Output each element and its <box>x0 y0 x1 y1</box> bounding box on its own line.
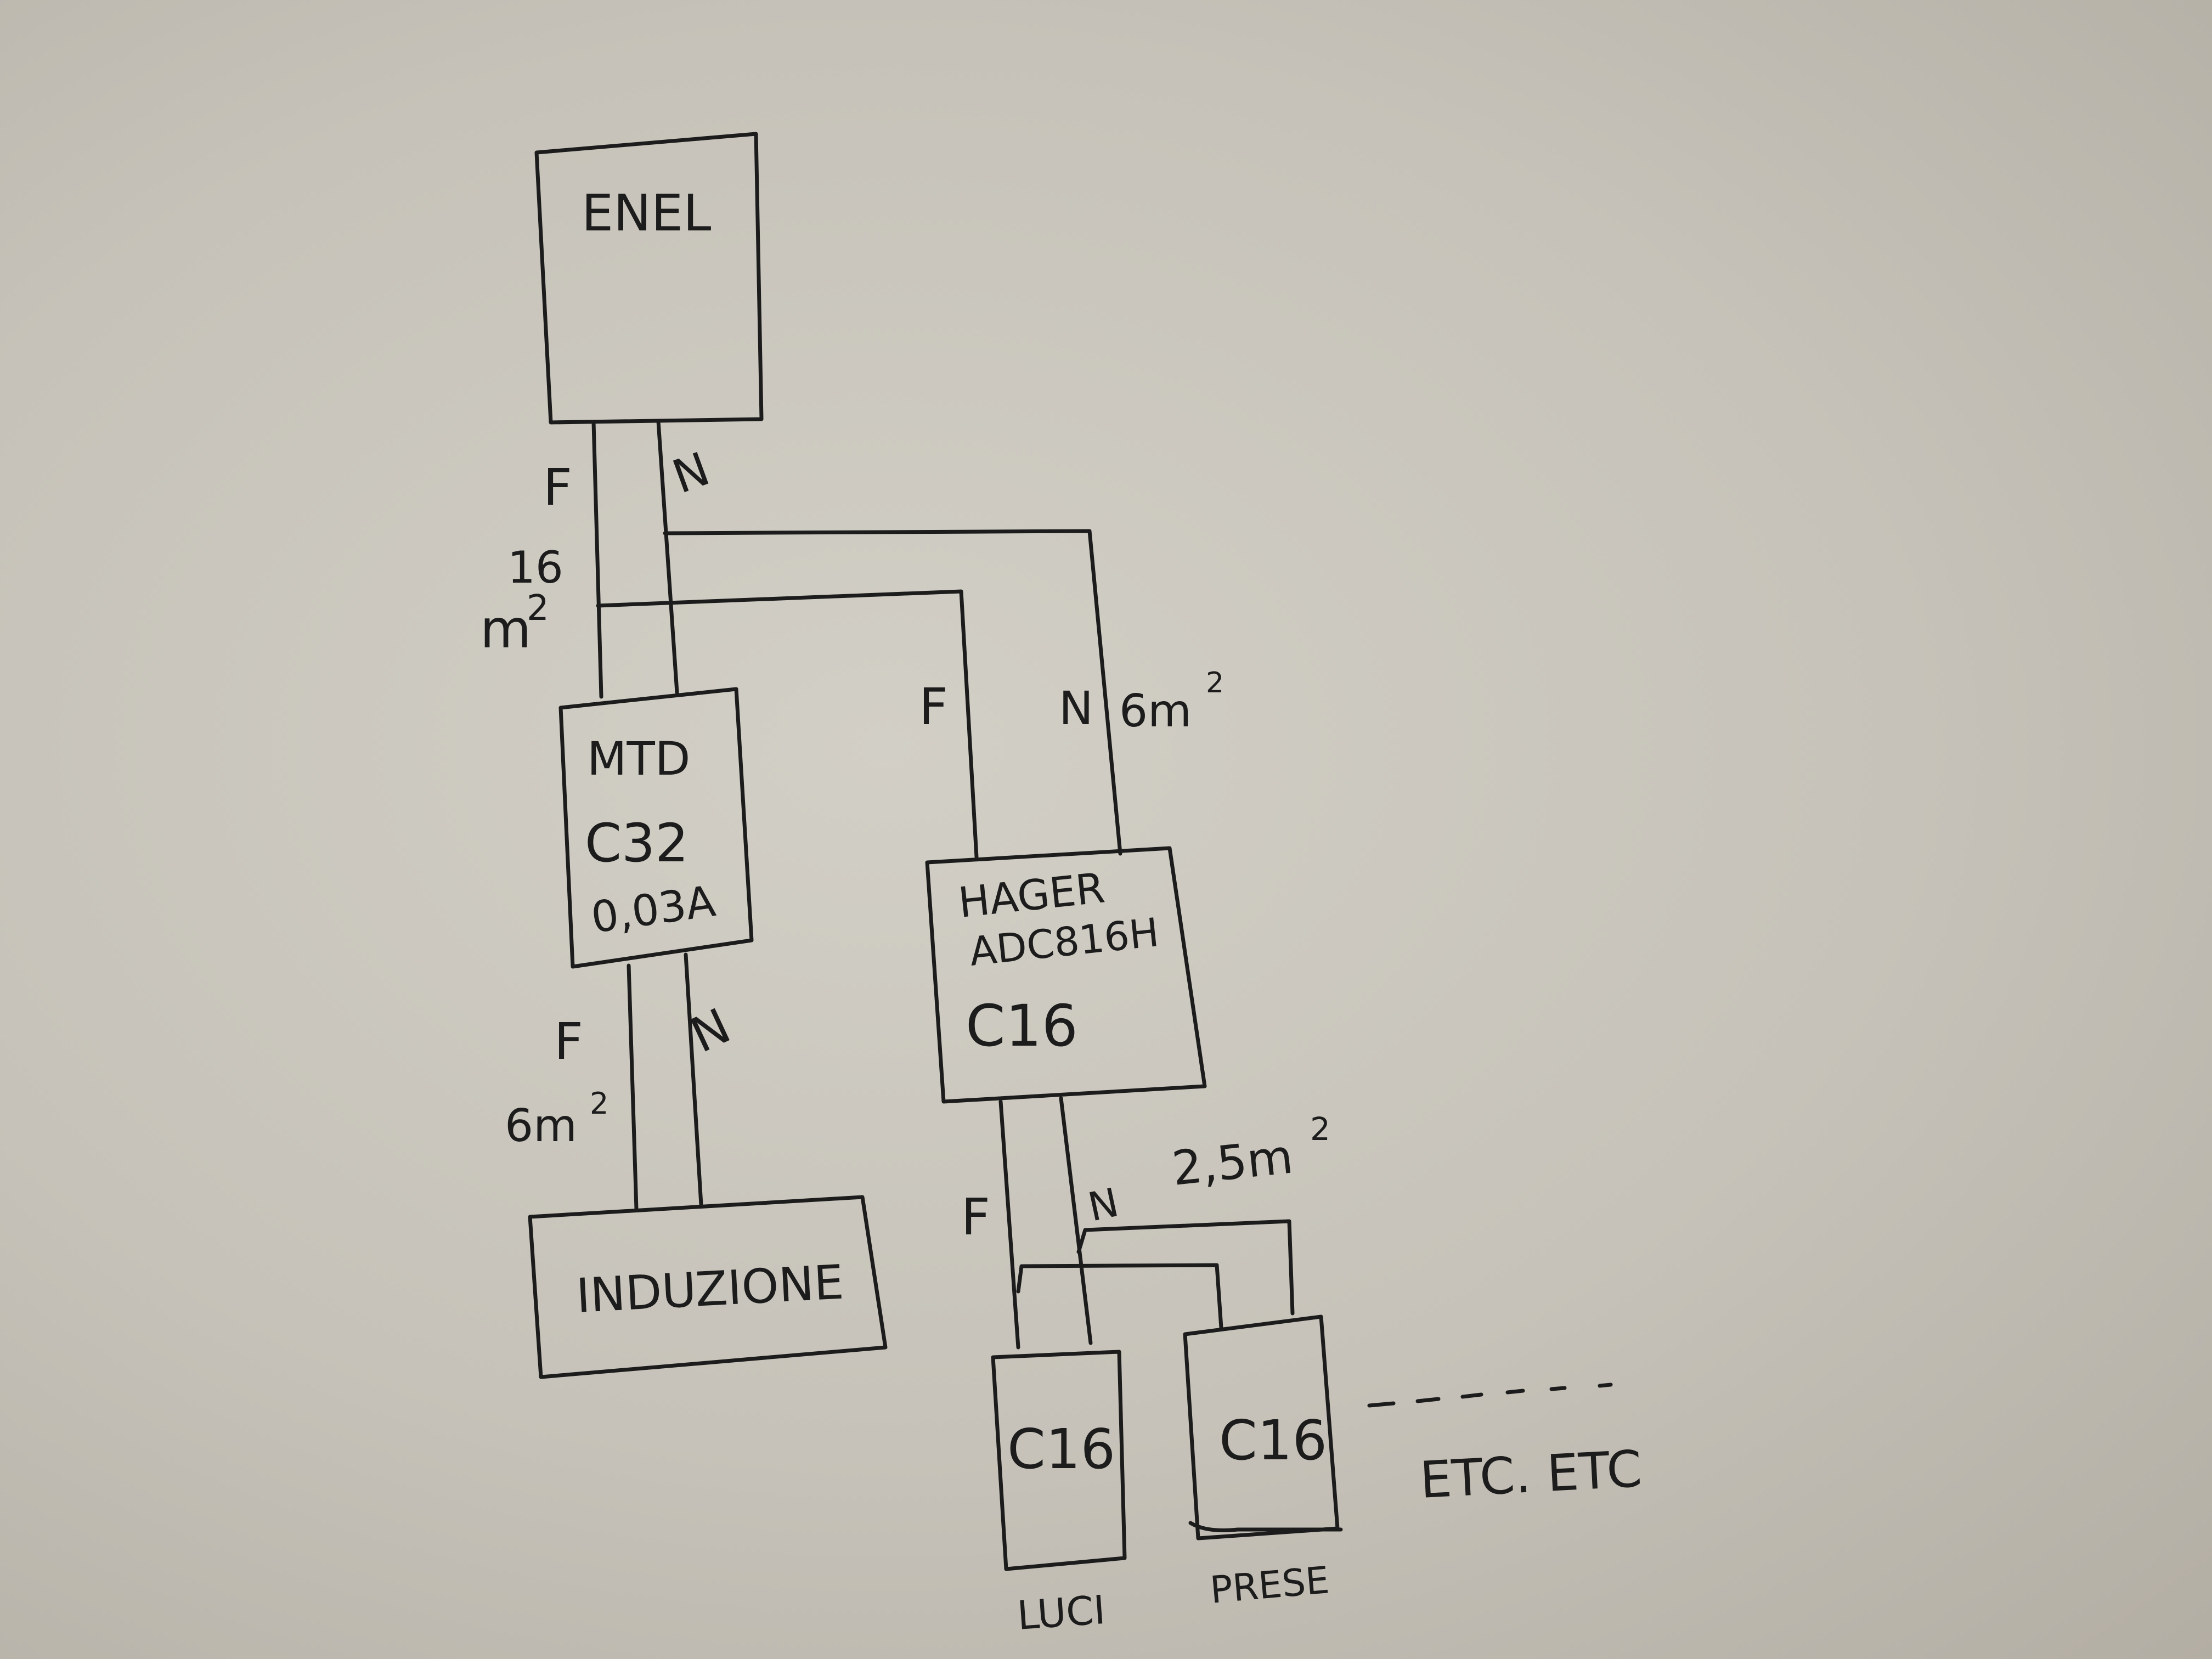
enel-mtd-neutral-wire <box>656 419 679 695</box>
branch-phase-wire <box>596 589 979 859</box>
induzione-label: INDUZIONE <box>575 1255 845 1324</box>
mtd-box <box>558 687 754 969</box>
mtd-out-section-superscript: 2 <box>590 1086 608 1121</box>
luci-breaker-box <box>991 1350 1127 1571</box>
hager-box <box>925 846 1207 1104</box>
prese-breaker-underline <box>1188 1521 1343 1532</box>
enel-n-label: N <box>665 442 716 504</box>
hager-out-section-superscript: 2 <box>1310 1110 1330 1148</box>
luci-prese-phase-bridge-wire <box>1016 1263 1223 1330</box>
hager-out-section-label: 2,5m <box>1170 1129 1296 1197</box>
enel-box <box>534 132 764 425</box>
etc-label: ETC. ETC <box>1419 1440 1644 1510</box>
enel-mtd-phase-wire <box>591 420 603 699</box>
continuation-dash-4 <box>1505 1389 1525 1395</box>
prese-label: PRESE <box>1209 1559 1331 1612</box>
hager-out-f-label: F <box>961 1188 990 1246</box>
luci-breaker-label: C16 <box>1007 1417 1115 1481</box>
induzione-box <box>528 1195 888 1379</box>
hager-in-section-label: 6m <box>1119 685 1192 737</box>
luci-prese-neutral-bridge-wire <box>1076 1219 1295 1316</box>
continuation-dash-1 <box>1367 1401 1396 1408</box>
hager-n-label: N <box>1059 681 1093 735</box>
hager-out-n-label: N <box>1084 1179 1122 1230</box>
enel-f-label: F <box>543 458 572 517</box>
continuation-dash-6 <box>1598 1383 1613 1388</box>
hager-f-label: F <box>919 678 948 736</box>
section-16-superscript: 2 <box>527 588 549 629</box>
mtd-label-line3: 0,03A <box>588 877 718 943</box>
mtd-induzione-neutral-wire <box>684 952 703 1207</box>
mtd-out-section-label: 6m <box>505 1100 577 1152</box>
enel-label: ENEL <box>582 184 711 242</box>
hager-out-neutral-wire <box>1059 1096 1093 1345</box>
continuation-dash-5 <box>1549 1386 1567 1391</box>
section-16-unit: m <box>480 599 532 660</box>
prese-breaker-label: C16 <box>1219 1408 1327 1472</box>
branch-neutral-wire <box>663 529 1122 856</box>
hager-out-phase-wire <box>998 1099 1020 1350</box>
continuation-dash-2 <box>1415 1397 1441 1403</box>
mtd-out-f-label: F <box>554 1012 583 1071</box>
section-16-number: 16 <box>507 542 563 593</box>
hager-in-section-superscript: 2 <box>1206 667 1224 699</box>
mtd-label-line1: MTD <box>587 732 690 786</box>
luci-label: LUCI <box>1015 1587 1107 1639</box>
mtd-induzione-phase-wire <box>627 963 639 1211</box>
continuation-dash-3 <box>1460 1392 1483 1399</box>
mtd-label-line2: C32 <box>585 812 689 874</box>
hager-label-line3: C16 <box>966 992 1078 1059</box>
